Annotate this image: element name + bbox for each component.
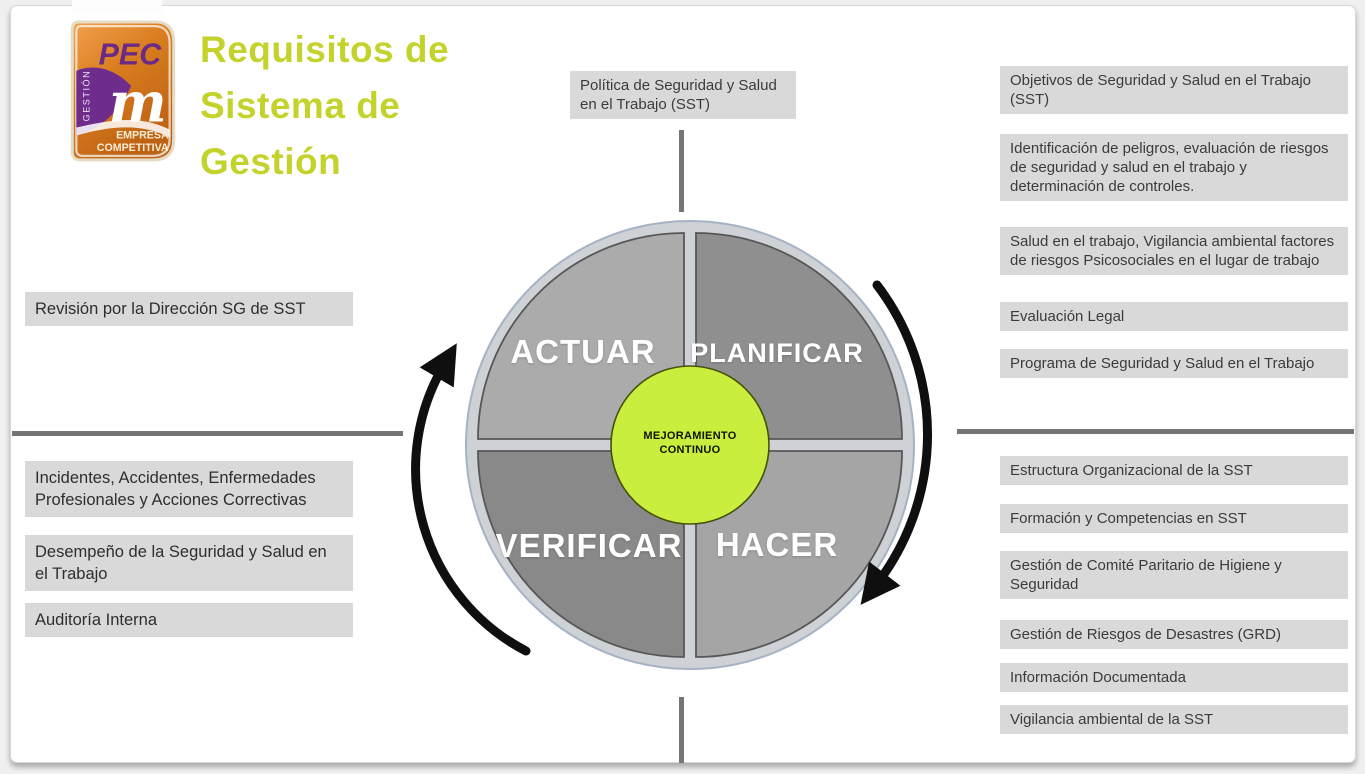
label-objetivos-sst: Objetivos de Seguridad y Salud en el Tra… (1000, 66, 1348, 114)
quadrant-label-actuar: ACTUAR (510, 333, 656, 370)
logo-white-sweep (76, 119, 170, 138)
clockwise-arrow-right (860, 280, 932, 605)
logo-tagline-2: COMPETITIVA (97, 142, 169, 154)
label-evaluacion-legal: Evaluación Legal (1000, 302, 1348, 331)
logo-m-swoosh: m (109, 70, 167, 134)
label-revision-direccion: Revisión por la Dirección SG de SST (25, 292, 353, 326)
label-identificacion-peligros: Identificación de peligros, evaluación d… (1000, 134, 1348, 201)
label-salud-vigilancia: Salud en el trabajo, Vigilancia ambienta… (1000, 227, 1348, 275)
slide-top-tab (72, 0, 162, 14)
logo-acronym: PEC (99, 38, 163, 72)
divider-vertical-top (679, 130, 684, 212)
label-desempeno-sst: Desempeño de la Seguridad y Salud en el … (25, 535, 353, 591)
label-programa-sst: Programa de Seguridad y Salud en el Trab… (1000, 349, 1348, 378)
continuous-improvement-label: MEJORAMIENTO CONTINUO (610, 429, 770, 457)
quadrant-label-hacer: HACER (715, 526, 839, 563)
page-title-line: Gestión (200, 141, 342, 182)
pdca-cycle-diagram (411, 220, 932, 670)
quadrant-hacer (695, 450, 903, 658)
quadrant-label-planificar: PLANIFICAR (690, 338, 864, 368)
divider-horizontal-left (12, 431, 403, 436)
clockwise-arrow-left (411, 343, 531, 656)
center-label-line: MEJORAMIENTO (643, 430, 737, 442)
label-informacion-documentada: Información Documentada (1000, 663, 1348, 692)
label-auditoria-interna: Auditoría Interna (25, 603, 353, 637)
page-title: Requisitos de Sistema de Gestión (200, 22, 520, 190)
logo-inner-border (75, 24, 171, 158)
label-formacion-competencias: Formación y Competencias en SST (1000, 504, 1348, 533)
pec-logo: PEC GESTIÓN m EMPRESA COMPETITIVA (70, 20, 176, 162)
page-title-line: Requisitos de (200, 29, 450, 70)
page-title-line: Sistema de (200, 85, 401, 126)
quadrant-verificar (477, 450, 685, 658)
center-label-line: CONTINUO (659, 444, 721, 456)
logo-tagline-1: EMPRESA (116, 130, 169, 142)
quadrant-planificar (695, 232, 903, 440)
divider-vertical-bottom (679, 697, 684, 763)
continuous-improvement-circle (610, 365, 770, 525)
logo-purple-swoosh (76, 67, 132, 136)
label-gestion-riesgos-desastres: Gestión de Riesgos de Desastres (GRD) (1000, 620, 1348, 649)
quadrant-label-verificar: VERIFICAR (495, 527, 683, 564)
logo-vertical-text: GESTIÓN (82, 70, 92, 122)
label-incidentes-accidentes: Incidentes, Accidentes, Enfermedades Pro… (25, 461, 353, 517)
label-vigilancia-ambiental: Vigilancia ambiental de la SST (1000, 705, 1348, 734)
label-estructura-organizacional: Estructura Organizacional de la SST (1000, 456, 1348, 485)
label-politica-sst: Política de Seguridad y Salud en el Trab… (570, 71, 796, 119)
label-comite-paritario: Gestión de Comité Paritario de Higiene y… (1000, 551, 1348, 599)
divider-horizontal-right (957, 429, 1354, 434)
quadrant-actuar (477, 232, 685, 440)
